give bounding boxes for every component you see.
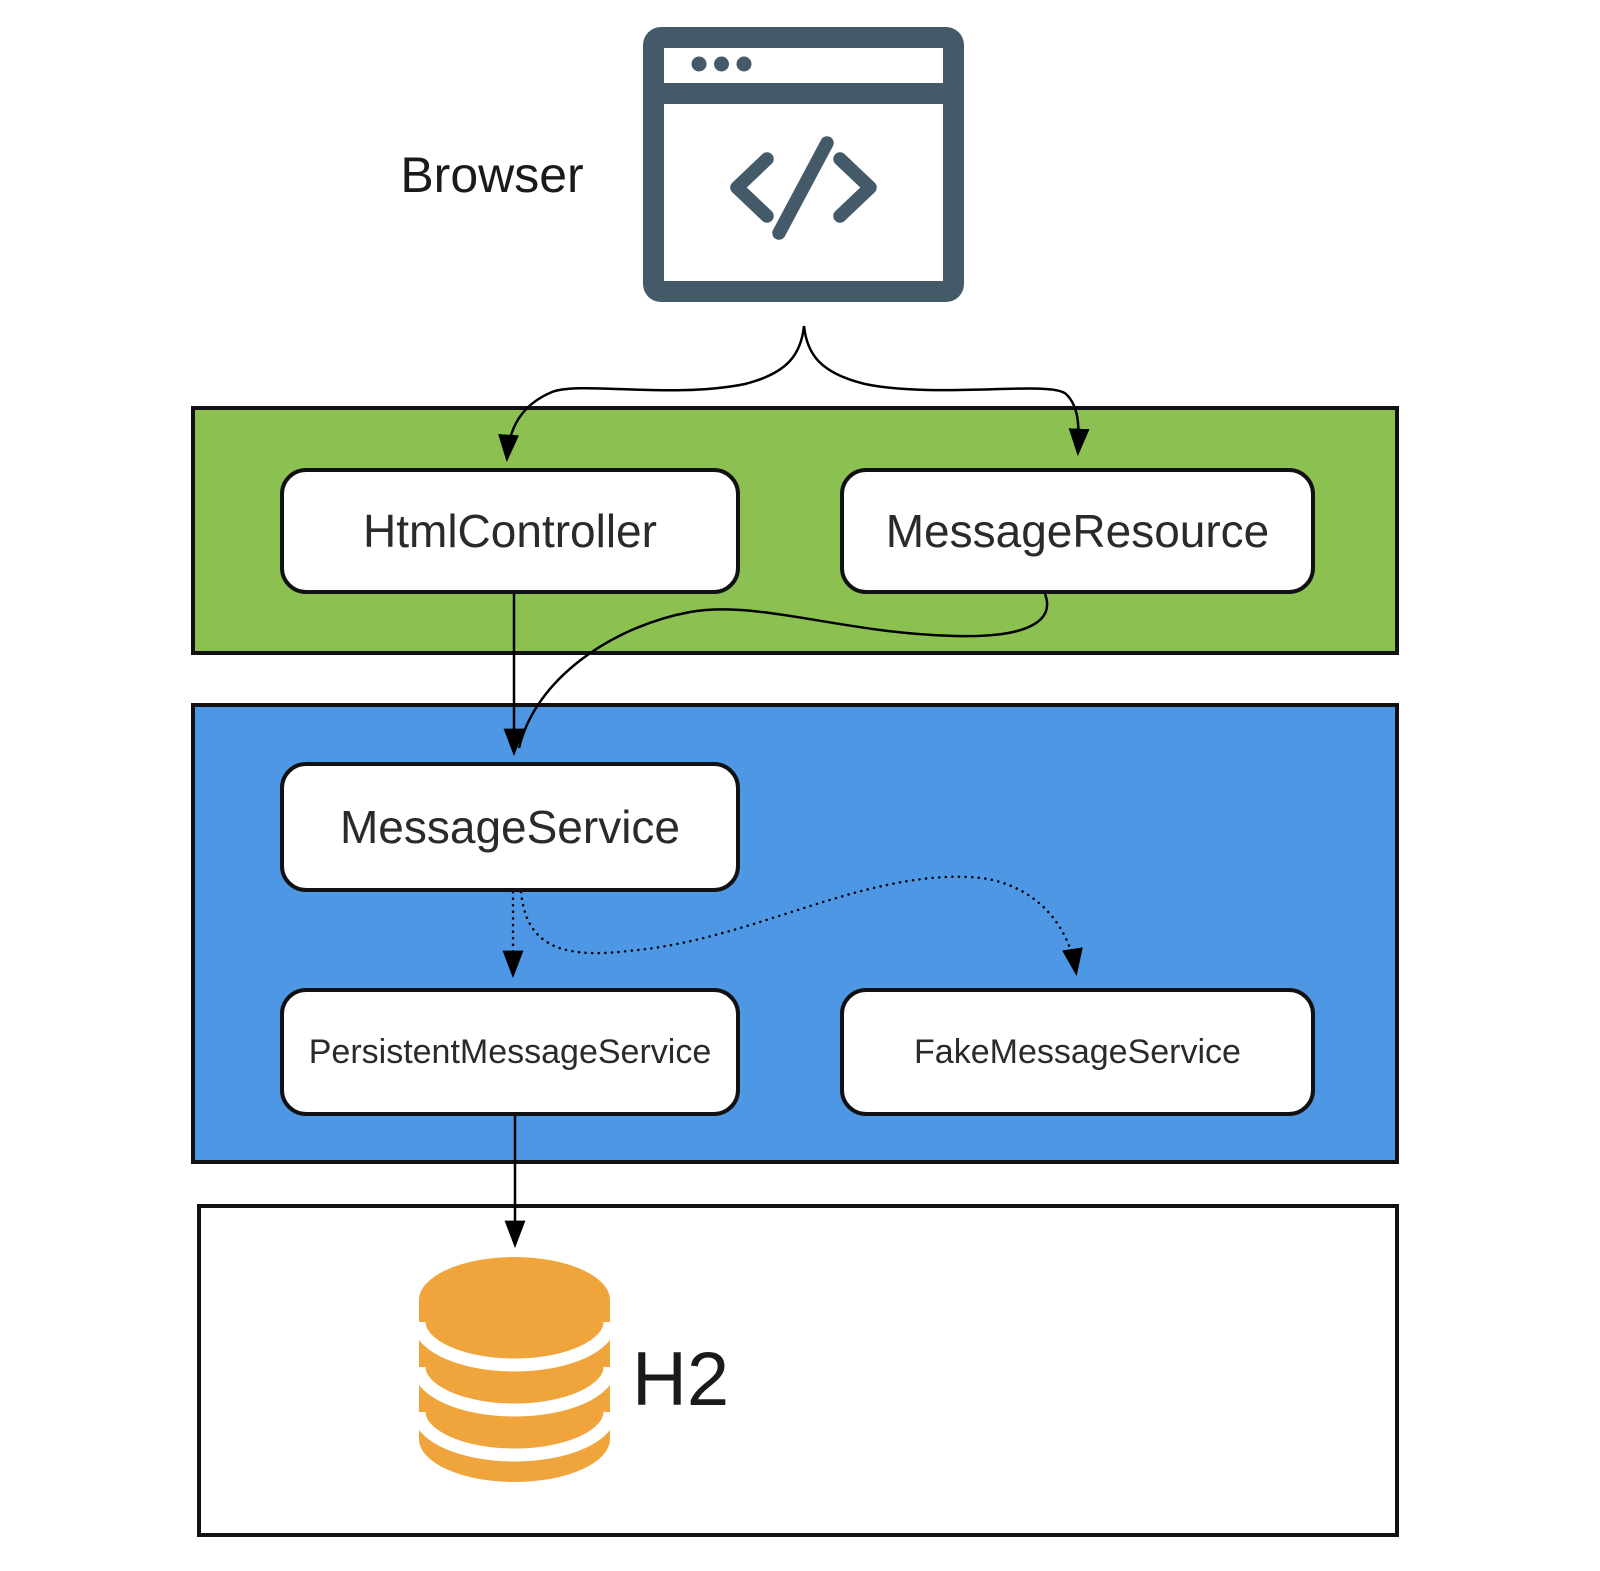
database-disc-gaps (412, 1321, 617, 1462)
browser-dot-icon (736, 56, 752, 72)
node-html-controller-label: HtmlController (363, 505, 657, 557)
node-fake-message-service: FakeMessageService (840, 988, 1315, 1116)
node-html-controller: HtmlController (280, 468, 740, 594)
database-icon (412, 1257, 617, 1482)
browser-window-icon (643, 27, 964, 302)
database-label: H2 (632, 1337, 730, 1422)
browser-dot-icon (691, 56, 707, 72)
node-persistent-message-service: PersistentMessageService (280, 988, 740, 1116)
node-message-resource-label: MessageResource (885, 505, 1270, 557)
edges (498, 325, 1090, 1249)
node-persistent-message-service-label: PersistentMessageService (308, 1032, 712, 1071)
browser-toolbar-divider (664, 83, 943, 104)
browser-dot-icon (714, 56, 729, 72)
edge-browser-to-messageresource (802, 325, 1090, 457)
node-message-service: MessageService (280, 762, 740, 892)
database-layer-band (197, 1204, 1399, 1537)
code-brackets-icon (730, 136, 877, 240)
node-message-resource: MessageResource (840, 468, 1315, 594)
edge-browser-to-htmlcontroller (498, 325, 806, 463)
browser-viewport (664, 48, 943, 281)
browser-label: Browser (400, 147, 584, 203)
node-fake-message-service-label: FakeMessageService (914, 1032, 1241, 1071)
edge-messageresource-to-messageservice (517, 593, 1049, 749)
node-message-service-label: MessageService (339, 801, 681, 853)
